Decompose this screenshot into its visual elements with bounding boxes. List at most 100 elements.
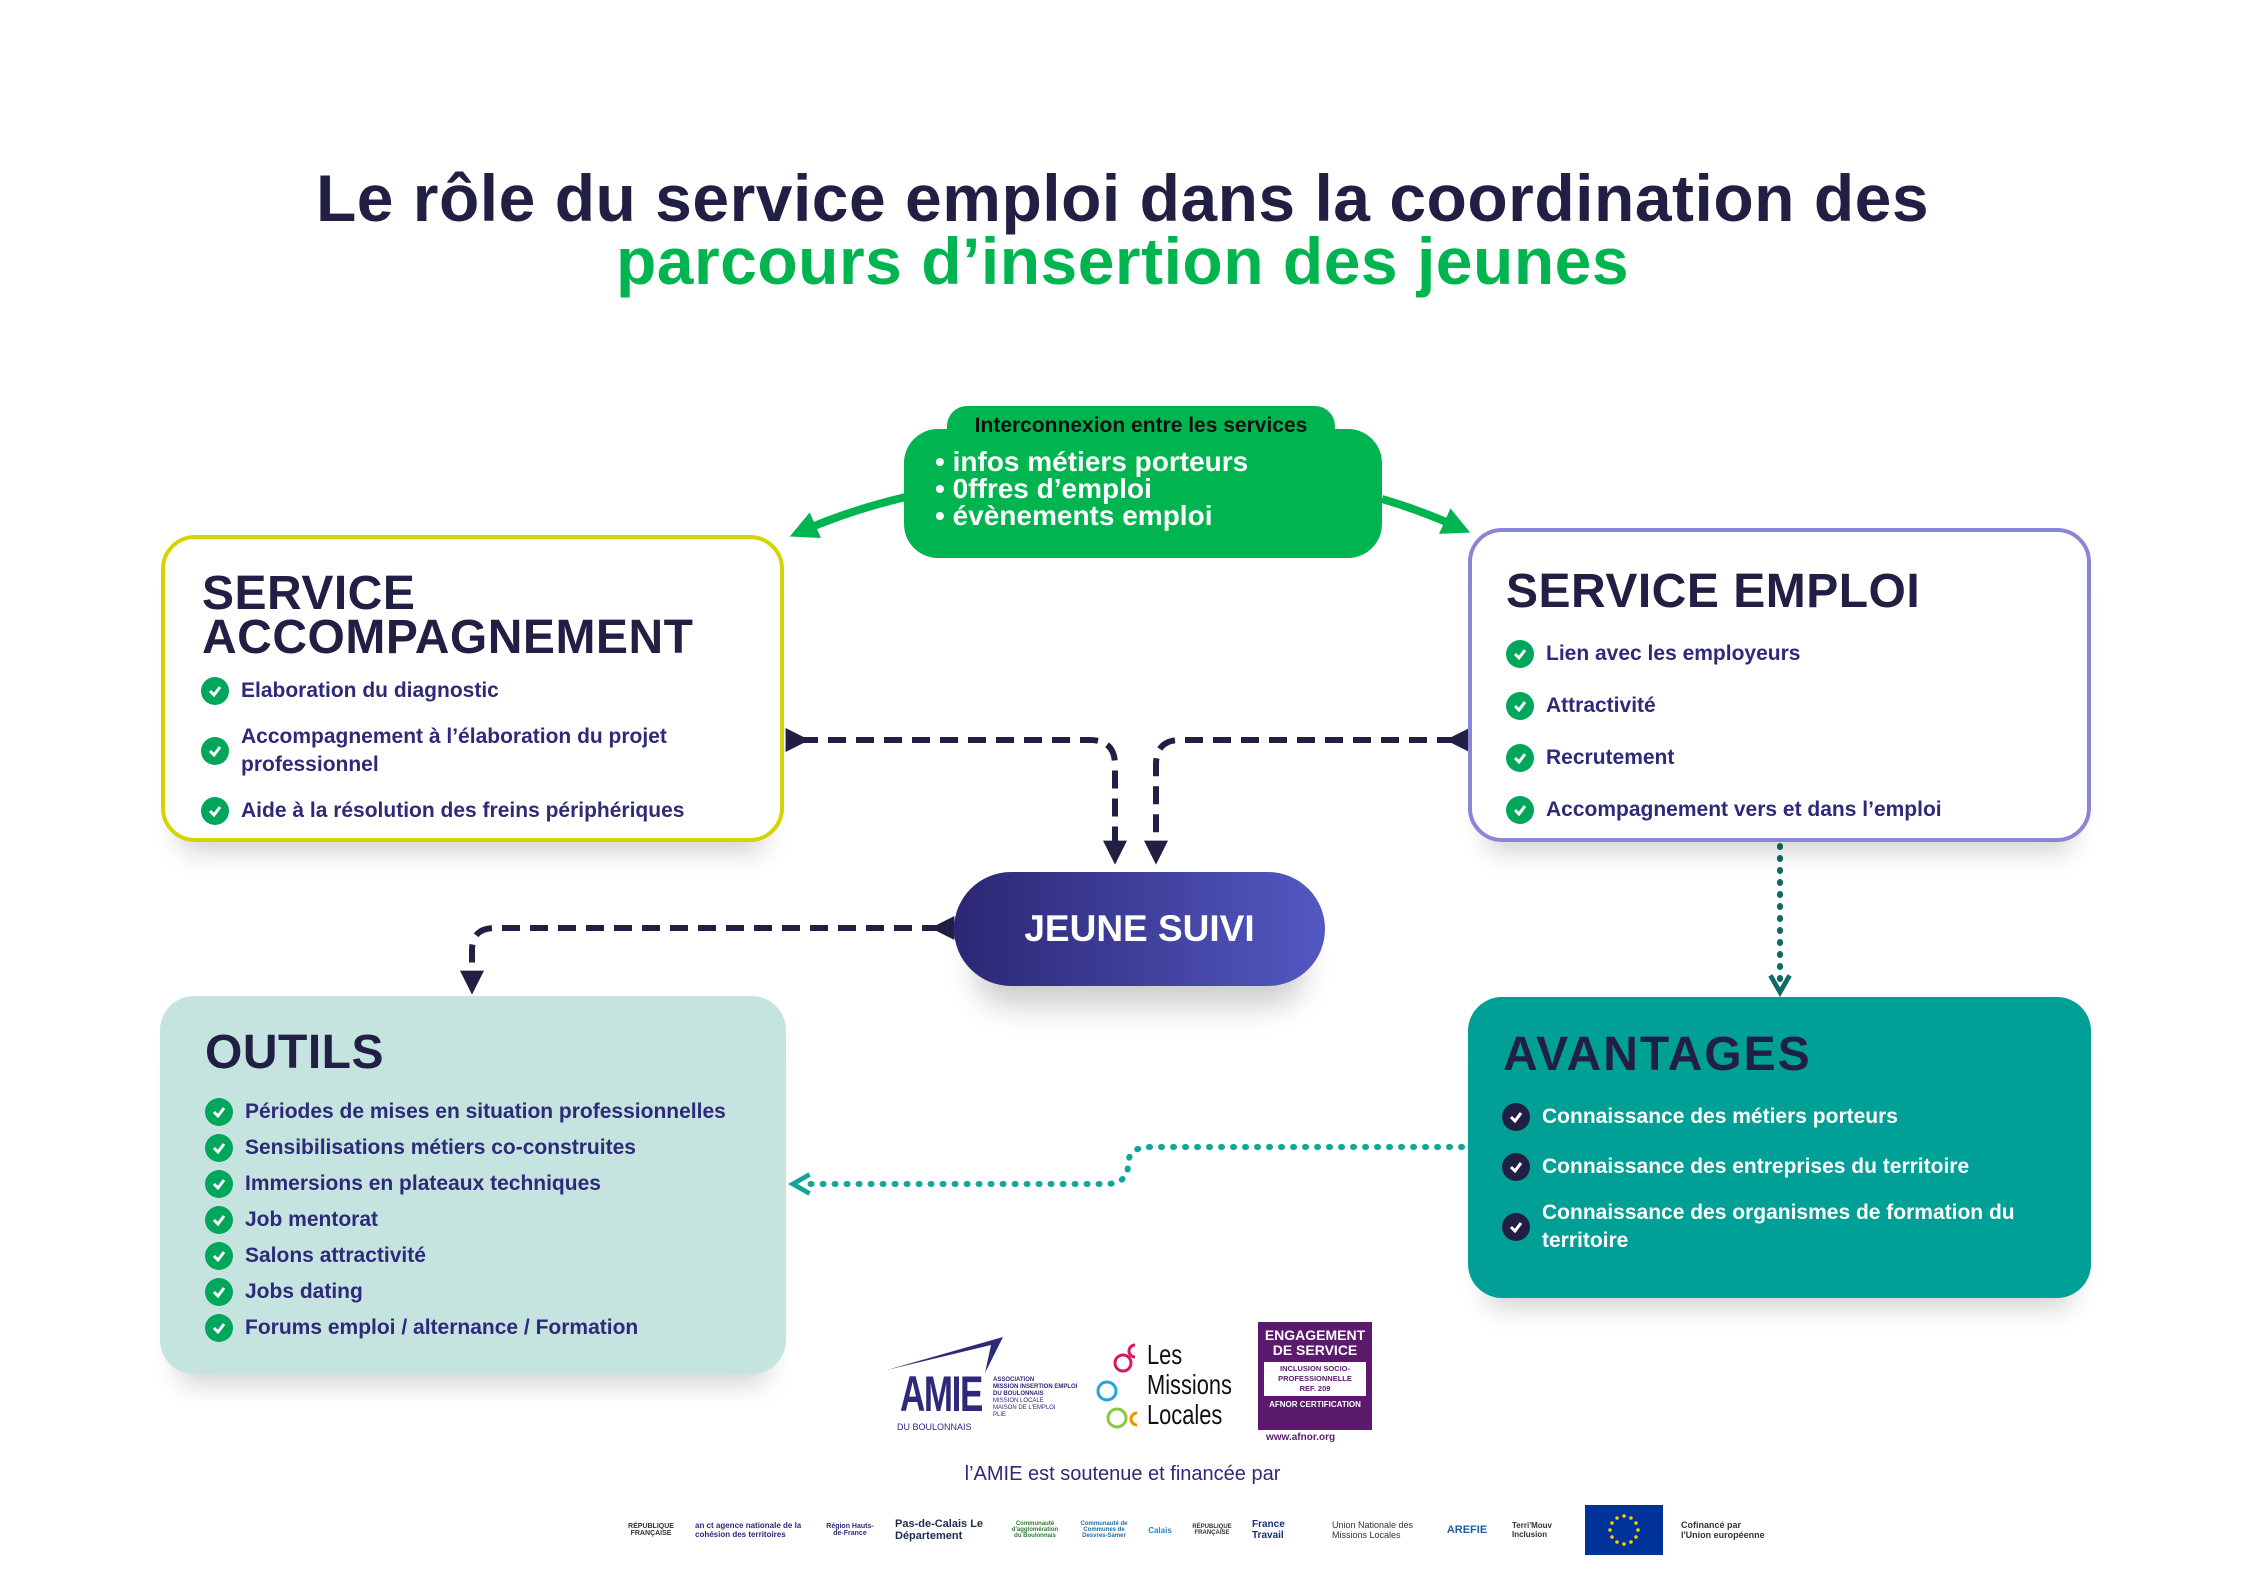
jeune-suivi-pill: JEUNE SUIVI [954, 872, 1325, 986]
list-item: Accompagnement vers et dans l’emploi [1506, 796, 1942, 824]
interconnexion-item: infos métiers porteurs [935, 448, 1249, 476]
missions-locales-icon [1096, 1343, 1138, 1429]
interconnexion-item: 0ffres d’emploi [935, 475, 1248, 503]
accompagnement-title-line2: ACCOMPAGNEMENT [202, 611, 694, 664]
list-item: Elaboration du diagnostic [201, 677, 761, 705]
arrow-emploi-jeune [1144, 728, 1470, 865]
funded-by-caption: l’AMIE est soutenue et financée par [964, 1463, 1281, 1485]
amie-sub: DU BOULONNAIS [897, 1422, 972, 1432]
item-label: Elaboration du diagnostic [241, 679, 499, 702]
check-icon [1502, 1213, 1530, 1241]
arrow-to-emploi [1380, 495, 1471, 534]
item-label: Recrutement [1546, 746, 1675, 769]
check-icon [1502, 1153, 1530, 1181]
check-icon [201, 677, 229, 705]
outils-title: OUTILS [205, 1026, 384, 1079]
item-label: Immersions en plateaux techniques [245, 1172, 601, 1195]
list-item: Jobs dating [205, 1278, 726, 1306]
funder-logo: Communauté d'agglomération du Boulonnais [1011, 1521, 1059, 1539]
interconnexion-list: infos métiers porteurs 0ffres d’emploi é… [935, 448, 1249, 530]
list-item: Connaissance des métiers porteurs [1502, 1103, 2062, 1131]
item-label: Connaissance des entreprises du territoi… [1542, 1155, 1970, 1178]
item-label: Aide à la résolution des freins périphér… [241, 799, 685, 822]
amie-swoosh-icon [887, 1337, 1003, 1373]
accompagnement-title: SERVICE ACCOMPAGNEMENT [202, 567, 694, 664]
amie-name: AMIE [900, 1366, 983, 1422]
list-item: Périodes de mises en situation professio… [205, 1098, 726, 1126]
list-item: Job mentorat [205, 1206, 726, 1234]
funder-logo: Terri'Mouv Inclusion [1512, 1521, 1552, 1539]
interconnexion-item: évènements emploi [935, 502, 1248, 530]
afnor-badge: ENGAGEMENT DE SERVICE INCLUSION SOCIO-PR… [1258, 1322, 1372, 1430]
service-emploi-box: SERVICE EMPLOI Lien avec les employeurs … [1468, 528, 2091, 842]
funder-logo: Région Hauts-de-France [826, 1523, 874, 1537]
title-line-2: parcours d’insertion des jeunes [615, 224, 1630, 298]
list-item: Sensibilisations métiers co-construites [205, 1134, 726, 1162]
check-icon [1506, 640, 1534, 668]
item-label: Connaissance des organismes de formation… [1542, 1201, 2015, 1252]
title-line-1: Le rôle du service emploi dans la coordi… [315, 161, 1930, 235]
item-label: Connaissance des métiers porteurs [1542, 1105, 1898, 1128]
afnor-url: www.afnor.org [1266, 1432, 1336, 1443]
funders-logos: RÉPUBLIQUE FRANÇAISE an ct agence nation… [625, 1505, 1773, 1555]
list-item: Connaissance des entreprises du territoi… [1502, 1153, 2062, 1181]
funder-logo: Communauté de Communes de Desvres-Samer [1080, 1521, 1128, 1539]
check-icon [205, 1242, 233, 1270]
check-icon [1506, 692, 1534, 720]
check-icon [205, 1206, 233, 1234]
funder-logo: AREFIE [1446, 1524, 1488, 1536]
check-icon [1506, 744, 1534, 772]
funder-logo: Calais [1148, 1525, 1172, 1535]
avantages-box: AVANTAGES Connaissance des métiers porte… [1468, 997, 2091, 1298]
item-label: Job mentorat [245, 1208, 379, 1231]
item-label: Salons attractivité [245, 1244, 426, 1267]
list-item: Attractivité [1506, 692, 1942, 720]
list-item: Salons attractivité [205, 1242, 726, 1270]
list-item: Recrutement [1506, 744, 1942, 772]
list-item: Lien avec les employeurs [1506, 640, 1942, 668]
avantages-title: AVANTAGES [1503, 1028, 1812, 1081]
accompagnement-title-line1: SERVICE [202, 567, 416, 620]
arrow-to-accompagnement [789, 493, 907, 539]
afnor-logo: ENGAGEMENT DE SERVICE INCLUSION SOCIO-PR… [1258, 1322, 1373, 1446]
check-icon [1502, 1103, 1530, 1131]
emploi-title: SERVICE EMPLOI [1506, 565, 1921, 618]
item-label: Forums emploi / alternance / Formation [245, 1316, 639, 1339]
outils-box: OUTILS Périodes de mises en situation pr… [160, 996, 786, 1374]
funder-logo: RÉPUBLIQUE FRANÇAISE [628, 1523, 674, 1537]
check-icon [205, 1134, 233, 1162]
item-label: Jobs dating [245, 1280, 363, 1303]
check-icon [1506, 796, 1534, 824]
item-label: Périodes de mises en situation professio… [245, 1100, 726, 1123]
interconnexion-label: Interconnexion entre les services [947, 406, 1335, 446]
arrow-jeune-outils [460, 916, 955, 995]
item-label: Sensibilisations métiers co-construites [245, 1136, 636, 1159]
item-label: Attractivité [1546, 694, 1656, 717]
check-icon [205, 1278, 233, 1306]
item-label: Lien avec les employeurs [1546, 642, 1801, 665]
eu-cofinance-text: Cofinancé par l'Union européenne [1681, 1520, 1765, 1540]
item-label: Accompagnement vers et dans l’emploi [1546, 798, 1942, 821]
funder-logo: RÉPUBLIQUE FRANÇAISE [1192, 1524, 1232, 1536]
item-label: Accompagnement à l’élaboration du projet… [241, 725, 667, 776]
eu-flag-icon [1585, 1505, 1663, 1555]
funder-logo: an ct agence nationale de la cohésion de… [695, 1521, 802, 1539]
funder-logo: France Travail [1252, 1519, 1285, 1541]
funder-logo: Pas-de-Calais Le Département [895, 1518, 984, 1542]
service-accompagnement-box: SERVICE ACCOMPAGNEMENT Elaboration du di… [161, 535, 784, 842]
check-icon [201, 737, 229, 765]
arrow-accompagnement-jeune [785, 728, 1127, 865]
list-item: Aide à la résolution des freins périphér… [201, 797, 761, 825]
check-icon [205, 1314, 233, 1342]
funder-logo: Union Nationale des Missions Locales [1332, 1520, 1414, 1540]
check-icon [205, 1170, 233, 1198]
check-icon [205, 1098, 233, 1126]
list-item: Connaissance des organismes de formation… [1502, 1199, 2062, 1255]
list-item: Accompagnement à l’élaboration du projet… [201, 723, 761, 779]
list-item: Forums emploi / alternance / Formation [205, 1314, 726, 1342]
